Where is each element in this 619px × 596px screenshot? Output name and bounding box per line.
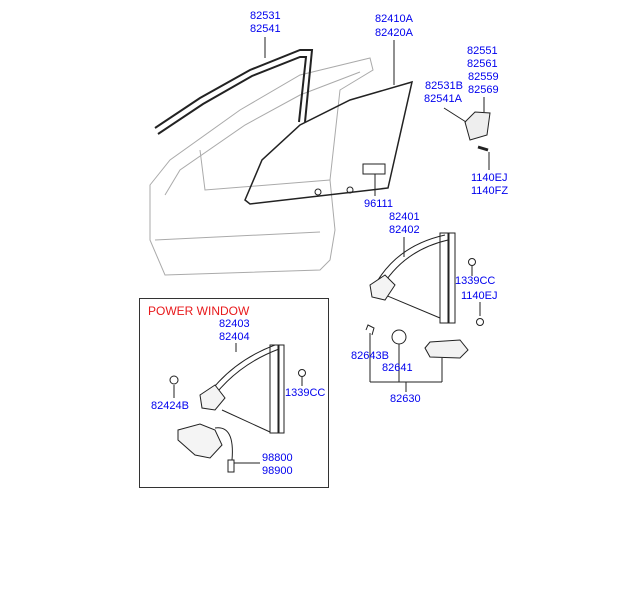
- part-label[interactable]: 82551: [467, 45, 498, 57]
- power-window-box: [139, 298, 329, 488]
- part-label[interactable]: 82531: [250, 10, 281, 22]
- power-regulator: [177, 344, 285, 473]
- part-label[interactable]: 82630: [390, 393, 421, 405]
- part-label[interactable]: 1339CC: [455, 275, 496, 287]
- part-label[interactable]: 82569: [468, 84, 499, 96]
- part-label[interactable]: 82531B: [425, 80, 463, 92]
- part-label[interactable]: 82561: [467, 58, 498, 70]
- part-label[interactable]: 1339CC: [285, 387, 326, 399]
- part-label[interactable]: 82420A: [375, 27, 413, 39]
- door-frame: [149, 57, 374, 276]
- channel-bracket: [464, 111, 491, 141]
- part-label[interactable]: 82401: [389, 211, 420, 223]
- part-label[interactable]: 82641: [382, 362, 413, 374]
- part-label[interactable]: 1140FZ: [471, 185, 509, 197]
- part-label[interactable]: 82424B: [151, 400, 189, 412]
- part-label[interactable]: 1140EJ: [461, 290, 498, 302]
- part-label[interactable]: 1140EJ: [471, 172, 508, 184]
- part-label[interactable]: 98900: [262, 465, 293, 477]
- part-label[interactable]: 98800: [262, 452, 293, 464]
- power-window-title: POWER WINDOW: [148, 304, 250, 318]
- weatherstrip: [154, 49, 314, 135]
- part-label[interactable]: 82404: [219, 331, 250, 343]
- part-label[interactable]: 82403: [219, 318, 250, 330]
- door-glass: [244, 80, 414, 205]
- part-label[interactable]: 82559: [468, 71, 499, 83]
- manual-regulator: [369, 232, 456, 324]
- part-label[interactable]: 96111: [364, 198, 393, 210]
- part-label[interactable]: 82643B: [351, 350, 389, 362]
- part-label[interactable]: 82541: [250, 23, 281, 35]
- part-label[interactable]: 82410A: [375, 13, 413, 25]
- part-label[interactable]: 82541A: [424, 93, 462, 105]
- part-label[interactable]: 82402: [389, 224, 420, 236]
